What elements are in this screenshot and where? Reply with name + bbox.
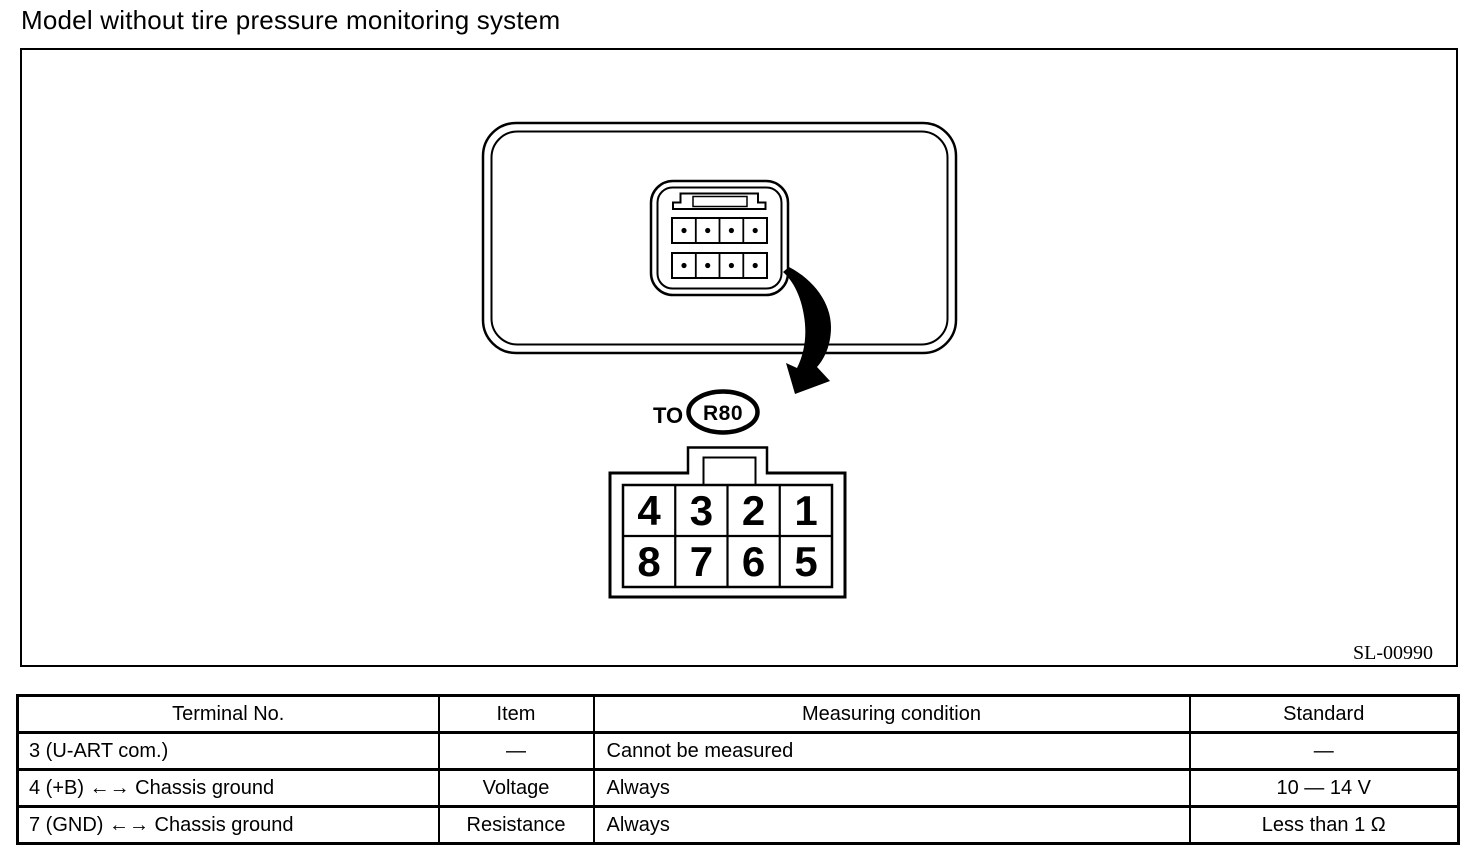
socket-key-profile bbox=[672, 192, 767, 210]
connector-ref-badge: R80 bbox=[686, 389, 760, 435]
figure-code: SL-00990 bbox=[1353, 642, 1433, 664]
connector-ref-label: R80 bbox=[703, 402, 743, 425]
cell-measuring-condition: Always bbox=[592, 768, 1191, 808]
cell-measuring-condition: Always bbox=[592, 805, 1191, 845]
terminal-number: 3 bbox=[690, 487, 713, 534]
table-header-row: Terminal No. Item Measuring condition St… bbox=[16, 694, 1460, 734]
table-row: 4 (+B) ←→ Chassis ground Voltage Always … bbox=[16, 768, 1460, 808]
terminal-number: 4 bbox=[637, 487, 661, 534]
pinout-connector: 4 3 2 1 8 7 6 5 bbox=[608, 446, 847, 599]
cell-standard: Less than 1 Ω bbox=[1188, 805, 1460, 845]
cell-terminal-no: 4 (+B) ←→ Chassis ground bbox=[16, 768, 440, 808]
unit-connector-socket bbox=[649, 179, 790, 297]
col-header-item: Item bbox=[437, 694, 595, 734]
to-label: TO bbox=[653, 403, 683, 428]
cell-terminal-no: 3 (U-ART com.) bbox=[16, 731, 440, 771]
cell-item: Voltage bbox=[437, 768, 595, 808]
figure-frame bbox=[20, 48, 1458, 667]
terminal-number: 8 bbox=[637, 538, 660, 585]
col-header-measuring-condition: Measuring condition bbox=[592, 694, 1191, 734]
cell-item: — bbox=[437, 731, 595, 771]
terminal-number: 6 bbox=[742, 538, 765, 585]
curved-arrow-icon bbox=[783, 267, 831, 394]
col-header-standard: Standard bbox=[1188, 694, 1460, 734]
pinout-terminal-numbers: 4 3 2 1 8 7 6 5 bbox=[637, 487, 817, 585]
terminal-number: 7 bbox=[690, 538, 713, 585]
col-header-terminal-no: Terminal No. bbox=[16, 694, 440, 734]
cell-item: Resistance bbox=[437, 805, 595, 845]
cell-terminal-no: 7 (GND) ←→ Chassis ground bbox=[16, 805, 440, 845]
terminal-number: 1 bbox=[794, 487, 817, 534]
page-title: Model without tire pressure monitoring s… bbox=[21, 5, 561, 35]
control-unit-outline bbox=[481, 121, 958, 355]
cell-standard: 10 — 14 V bbox=[1188, 768, 1460, 808]
cell-measuring-condition: Cannot be measured bbox=[592, 731, 1191, 771]
terminal-number: 5 bbox=[794, 538, 817, 585]
table-row: 3 (U-ART com.) — Cannot be measured — bbox=[16, 731, 1460, 771]
terminal-number: 2 bbox=[742, 487, 765, 534]
terminal-table: Terminal No. Item Measuring condition St… bbox=[16, 694, 1460, 845]
pinout-lock-tab bbox=[686, 446, 769, 475]
table-row: 7 (GND) ←→ Chassis ground Resistance Alw… bbox=[16, 805, 1460, 845]
cell-standard: — bbox=[1188, 731, 1460, 771]
